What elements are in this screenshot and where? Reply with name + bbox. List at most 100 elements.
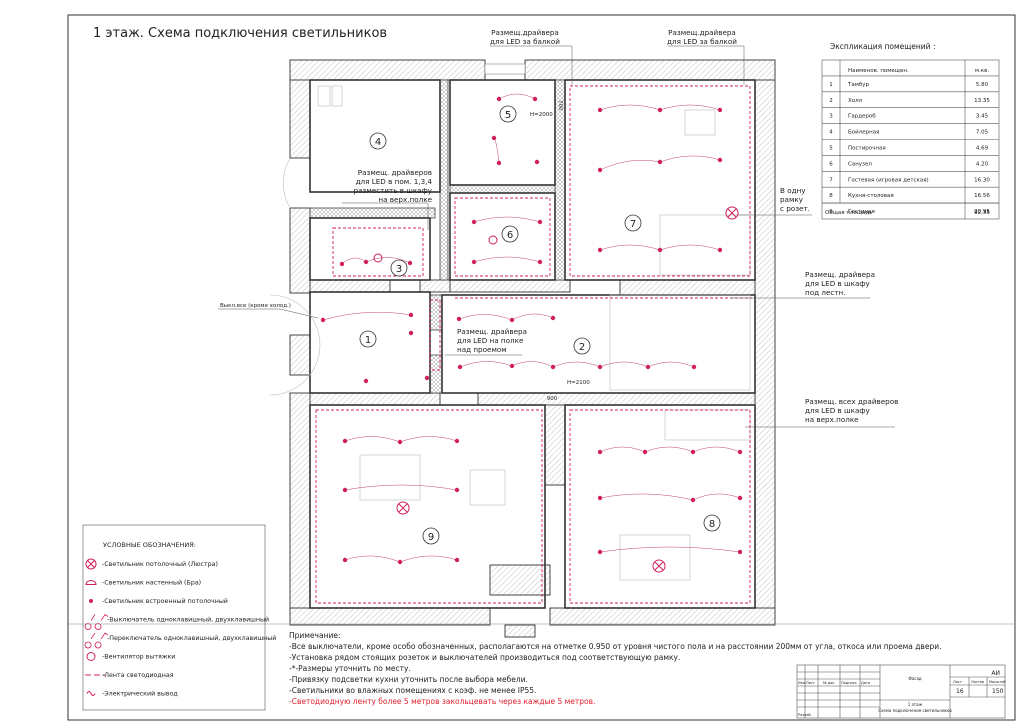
svg-text:4.20: 4.20 (976, 161, 989, 167)
led-strips (315, 85, 752, 604)
ceiling-chandelier-icon (725, 206, 739, 220)
svg-text:16.56: 16.56 (974, 193, 990, 199)
recessed-light-icon (642, 449, 648, 455)
recessed-light-icon (657, 159, 663, 165)
recessed-light-icon (737, 449, 743, 455)
svg-text:1: 1 (365, 335, 371, 346)
recessed-light-icon (509, 317, 515, 323)
height-label-room5: H=2000 (530, 112, 553, 118)
recessed-light-icon (471, 259, 477, 265)
recessed-light-icon (550, 315, 556, 321)
dimension-700: 700 (557, 100, 563, 111)
wire (458, 313, 554, 321)
room-marker-8: 8 (703, 514, 721, 532)
room-marker-1: 1 (359, 330, 377, 348)
svg-text:20.95: 20.95 (974, 209, 990, 215)
legend-item: -Переключатель одноклавишный, двухклавиш… (84, 632, 276, 649)
wire (322, 311, 412, 321)
svg-text:Гардероб: Гардероб (848, 114, 876, 120)
recessed-light-icon (454, 557, 460, 563)
svg-text:-Электрический вывод: -Электрический вывод (102, 690, 178, 698)
recessed-light-icon (342, 487, 348, 493)
room-marker-6: 6 (501, 225, 519, 243)
wire (599, 493, 741, 501)
svg-text:АИ: АИ (991, 670, 1000, 677)
exhaust-fan-icon (86, 652, 96, 661)
recessed-light-icon (597, 549, 603, 555)
room-marker-7: 7 (624, 214, 642, 232)
dimension-900: 900 (547, 396, 558, 402)
svg-text:7: 7 (829, 177, 833, 183)
svg-text:-Светильник настенный (Бра): -Светильник настенный (Бра) (102, 579, 201, 587)
svg-text:4: 4 (375, 137, 381, 148)
wiring (322, 93, 741, 563)
recessed-light-icon (537, 219, 543, 225)
recessed-light-icon (717, 107, 723, 113)
recessed-light-icon (339, 261, 345, 267)
notes: Примечание: -Все выключатели, кроме особ… (68, 623, 1015, 706)
legend-title: УСЛОВНЫЕ ОБОЗНАЧЕНИЯ: (103, 541, 196, 549)
recessed-light-icon (597, 364, 603, 370)
recessed-light-icon (320, 317, 326, 323)
recessed-light-icon (597, 167, 603, 173)
total-value: 92.35 (974, 210, 990, 216)
recessed-light-icon (597, 495, 603, 501)
wire (459, 361, 695, 368)
note-line: -Установка рядом стоящих розеток и выклю… (289, 653, 680, 662)
recessed-light-icon (456, 316, 462, 322)
svg-text:Гостевая (игровая детская): Гостевая (игровая детская) (848, 177, 929, 183)
svg-text:2: 2 (829, 98, 833, 104)
svg-text:9: 9 (428, 532, 434, 543)
svg-text:Постирочная: Постирочная (848, 146, 886, 152)
svg-text:1: 1 (829, 82, 833, 88)
svg-text:13.35: 13.35 (974, 98, 990, 104)
legend-item: -Светильник встроенный потолочный (89, 597, 228, 605)
recessed-light-icon (89, 599, 93, 603)
svg-text:Тамбур: Тамбур (847, 82, 870, 88)
svg-text:3: 3 (829, 114, 833, 120)
ceiling-chandelier-icon (652, 559, 666, 573)
recessed-lights (320, 96, 743, 565)
recessed-light-icon (363, 259, 369, 265)
svg-text:3.45: 3.45 (976, 114, 989, 120)
legend-item: -Выключатель одноклавишный, двухклавишны… (84, 613, 269, 630)
svg-text:7.05: 7.05 (976, 130, 989, 136)
legend: УСЛОВНЫЕ ОБОЗНАЧЕНИЯ: -Светильник потоло… (82, 524, 276, 711)
svg-text:6: 6 (507, 230, 513, 241)
recessed-light-icon (717, 157, 723, 163)
switch-icon (84, 613, 109, 630)
svg-text:16.30: 16.30 (974, 177, 990, 183)
recessed-light-icon (537, 259, 543, 265)
walls (289, 59, 776, 638)
recessed-light-icon (496, 96, 502, 102)
svg-text:5: 5 (505, 110, 511, 121)
recessed-light-icon (407, 260, 413, 266)
electric-outlet-icon (86, 691, 96, 696)
svg-text:-Выключатель одноклавишный, дв: -Выключатель одноклавишный, двухклавишны… (107, 616, 269, 624)
recessed-light-icon (491, 135, 497, 141)
room-marker-5: 5 (499, 105, 517, 123)
svg-text:Бойлерная: Бойлерная (848, 129, 879, 136)
wire (599, 546, 741, 553)
svg-text:5: 5 (829, 146, 833, 152)
svg-text:Кухня-столовая: Кухня-столовая (848, 193, 894, 199)
legend-item: -Светильник потолочный (Люстра) (85, 558, 218, 570)
wire (498, 93, 536, 100)
note-line: -Светильники во влажных помещениях с коэ… (289, 686, 536, 695)
recessed-light-icon (454, 438, 460, 444)
svg-text:Схема подключения светильников: Схема подключения светильников (878, 708, 952, 713)
title-block: Изм. Лист № док. Подпись Дата Разраб. Фа… (796, 664, 1006, 719)
svg-text:Дата: Дата (861, 681, 870, 685)
svg-text:-Светильник встроенный потолоч: -Светильник встроенный потолочный (102, 597, 228, 605)
wire (473, 256, 541, 263)
toggle-switch-icon (84, 632, 109, 649)
